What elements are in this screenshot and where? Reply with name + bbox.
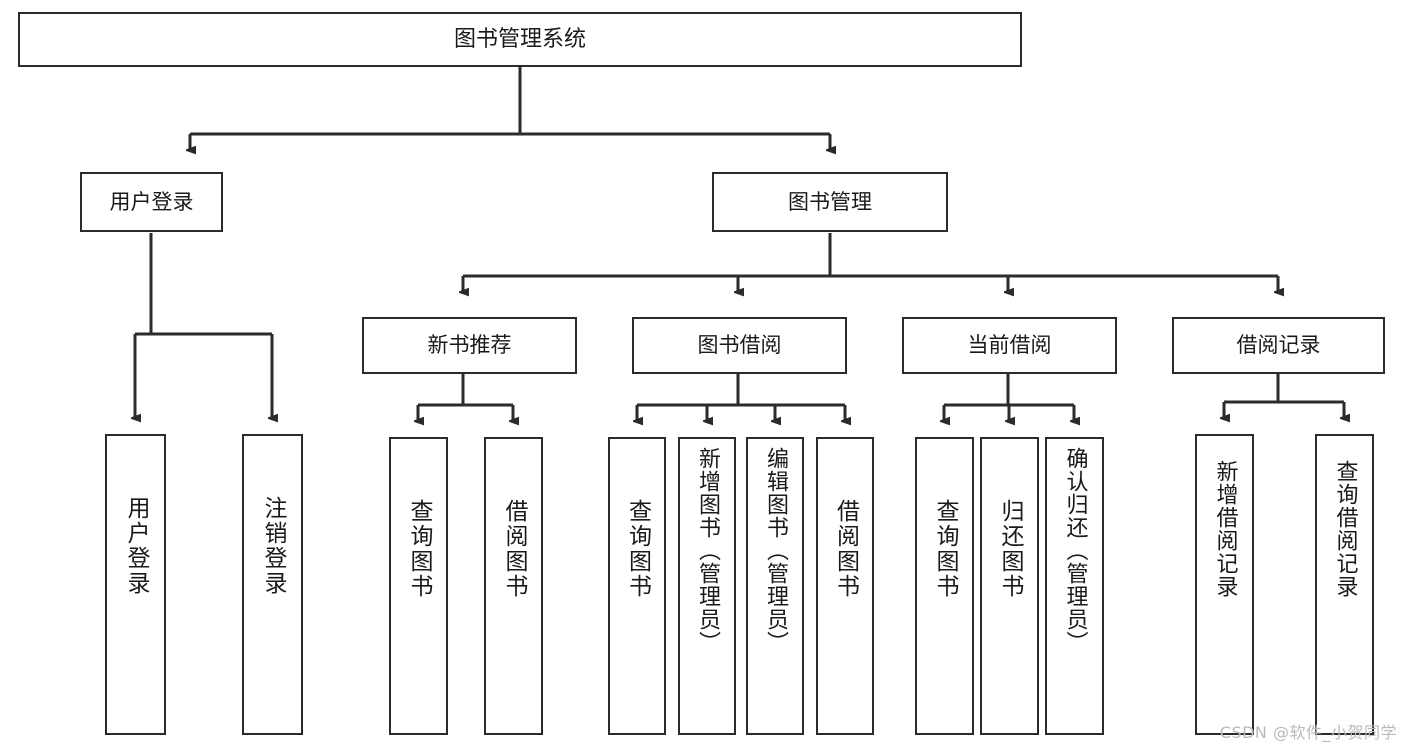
node-leaf-query-book-2-label: 查询图书 bbox=[624, 499, 651, 599]
node-borrow-record[interactable]: 借阅记录 bbox=[1172, 317, 1385, 374]
node-leaf-borrow-book-2-label: 借阅图书 bbox=[832, 499, 859, 599]
node-leaf-return-book-label: 归还图书 bbox=[997, 499, 1023, 599]
node-leaf-borrow-book-1-label: 借阅图书 bbox=[501, 499, 527, 599]
watermark: CSDN @软件_小贺同学 bbox=[1219, 723, 1397, 742]
node-leaf-query-record[interactable]: 查询借阅记录 bbox=[1315, 434, 1374, 735]
node-root[interactable]: 图书管理系统 bbox=[18, 12, 1022, 67]
node-leaf-edit-book[interactable]: 编辑图书（管理员） bbox=[746, 437, 804, 735]
node-user-login[interactable]: 用户登录 bbox=[80, 172, 223, 232]
node-new-book-rec[interactable]: 新书推荐 bbox=[362, 317, 577, 374]
node-leaf-user-login[interactable]: 用户登录 bbox=[105, 434, 166, 735]
node-leaf-confirm-return-label: 确认归还（管理员） bbox=[1062, 447, 1088, 654]
node-user-login-label: 用户登录 bbox=[109, 189, 194, 214]
node-leaf-query-record-label: 查询借阅记录 bbox=[1332, 460, 1358, 598]
node-new-book-rec-label: 新书推荐 bbox=[427, 333, 512, 358]
node-leaf-add-book-label: 新增图书（管理员） bbox=[695, 447, 720, 654]
node-leaf-borrow-book-1[interactable]: 借阅图书 bbox=[484, 437, 543, 735]
node-leaf-return-book[interactable]: 归还图书 bbox=[980, 437, 1039, 735]
node-leaf-query-book-1-label: 查询图书 bbox=[406, 499, 432, 599]
node-leaf-edit-book-label: 编辑图书（管理员） bbox=[763, 447, 788, 654]
node-leaf-add-book[interactable]: 新增图书（管理员） bbox=[678, 437, 736, 735]
node-leaf-query-book-2[interactable]: 查询图书 bbox=[608, 437, 666, 735]
node-leaf-query-book-3-label: 查询图书 bbox=[932, 499, 958, 599]
node-borrow-record-label: 借阅记录 bbox=[1236, 333, 1321, 358]
node-leaf-logout-label: 注销登录 bbox=[260, 496, 286, 596]
node-leaf-confirm-return[interactable]: 确认归还（管理员） bbox=[1045, 437, 1104, 735]
node-book-manage-label: 图书管理 bbox=[788, 189, 872, 214]
node-book-manage[interactable]: 图书管理 bbox=[712, 172, 948, 232]
node-current-borrow-label: 当前借阅 bbox=[967, 333, 1052, 358]
node-current-borrow[interactable]: 当前借阅 bbox=[902, 317, 1117, 374]
node-root-label: 图书管理系统 bbox=[453, 26, 586, 52]
node-leaf-query-book-1[interactable]: 查询图书 bbox=[389, 437, 448, 735]
node-leaf-add-record-label: 新增借阅记录 bbox=[1212, 460, 1238, 598]
node-leaf-add-record[interactable]: 新增借阅记录 bbox=[1195, 434, 1254, 735]
node-leaf-borrow-book-2[interactable]: 借阅图书 bbox=[816, 437, 874, 735]
node-book-borrow-label: 图书借阅 bbox=[697, 333, 782, 358]
node-leaf-query-book-3[interactable]: 查询图书 bbox=[915, 437, 974, 735]
node-leaf-user-login-label: 用户登录 bbox=[123, 496, 149, 596]
node-leaf-logout[interactable]: 注销登录 bbox=[242, 434, 303, 735]
node-book-borrow[interactable]: 图书借阅 bbox=[632, 317, 847, 374]
